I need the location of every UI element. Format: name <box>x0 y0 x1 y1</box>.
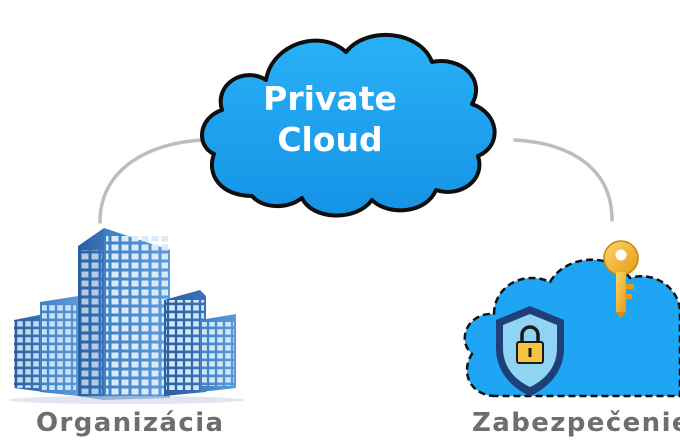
office-buildings-icon <box>8 228 244 404</box>
security-label: Zabezpečenie <box>472 408 680 438</box>
private-cloud-icon <box>200 32 497 218</box>
cloud-title-line1: Private <box>263 79 397 118</box>
organization-label: Organizácia <box>36 408 225 438</box>
cloud-title: Private Cloud <box>230 78 430 160</box>
cloud-title-line2: Cloud <box>277 120 383 159</box>
key-icon <box>603 240 639 318</box>
shield-lock-icon <box>496 306 564 396</box>
connector-left <box>98 138 204 224</box>
connector-right <box>513 138 614 222</box>
